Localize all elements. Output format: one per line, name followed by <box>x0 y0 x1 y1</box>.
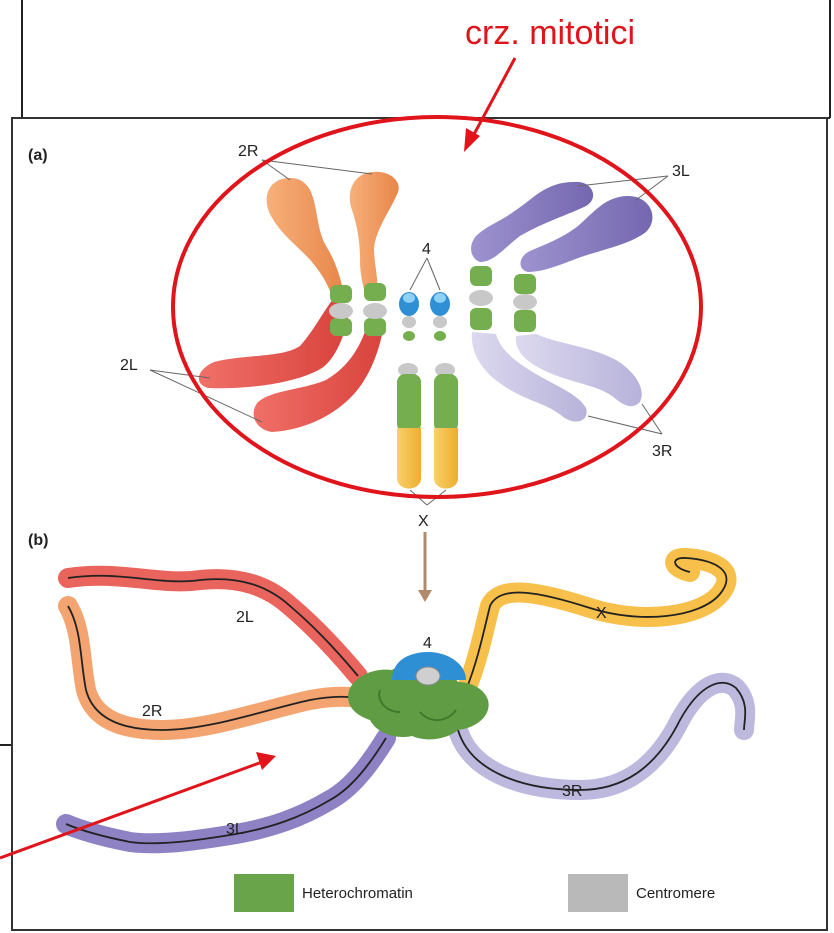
panel-a-label: (a) <box>28 147 48 164</box>
label-a-2L: 2L <box>120 357 138 374</box>
label-b-X: X <box>596 605 607 622</box>
label-b-2R: 2R <box>142 703 162 720</box>
label-a-4: 4 <box>422 241 431 258</box>
legend-label-heterochromatin: Heterochromatin <box>302 885 413 902</box>
label-a-3R: 3R <box>652 443 672 460</box>
legend-swatch-centromere <box>568 874 628 912</box>
label-b-3L: 3L <box>226 821 244 838</box>
label-a-2R: 2R <box>238 143 258 160</box>
annotation-title: crz. mitotici <box>465 14 635 52</box>
panel-b-label: (b) <box>28 532 48 549</box>
label-a-X: X <box>418 513 429 530</box>
label-b-4: 4 <box>423 635 432 652</box>
label-a-3L: 3L <box>672 163 690 180</box>
legend-swatch-heterochromatin <box>234 874 294 912</box>
legend-label-centromere: Centromere <box>636 885 715 902</box>
label-b-2L: 2L <box>236 609 254 626</box>
label-b-3R: 3R <box>562 783 582 800</box>
